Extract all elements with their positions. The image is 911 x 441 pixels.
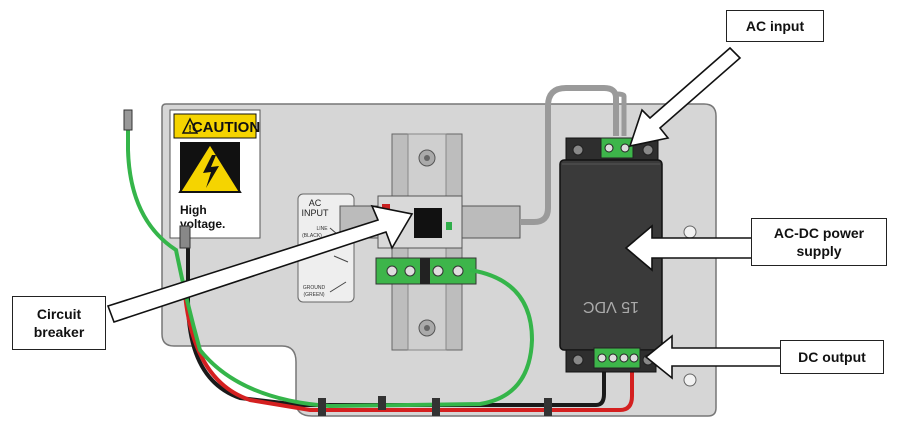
red-wire bbox=[182, 281, 634, 412]
mounting-hole bbox=[683, 373, 697, 387]
ac-input-callout: AC input bbox=[726, 10, 824, 42]
wiring-card-title: AC bbox=[309, 198, 322, 208]
cable-tie bbox=[378, 396, 386, 410]
breaker-switch bbox=[414, 208, 442, 238]
cable-tie bbox=[318, 398, 326, 416]
line-label: LINE bbox=[316, 226, 328, 232]
power-supply-callout: AC-DC power supply bbox=[751, 218, 887, 266]
ground-terminal-block bbox=[375, 257, 477, 285]
svg-text:!: ! bbox=[188, 124, 191, 135]
dc-output-arrow bbox=[644, 334, 783, 380]
ac-input-arrow bbox=[628, 46, 742, 148]
cable-tie bbox=[432, 398, 440, 416]
power-supply-arrow bbox=[624, 224, 753, 272]
caution-label: ! CAUTION High voltage. bbox=[169, 109, 261, 239]
ac-cable bbox=[520, 85, 619, 225]
caution-text-line1: High bbox=[180, 203, 207, 217]
line-color-label: (BLACK) bbox=[302, 233, 322, 239]
circuit-breaker-arrow bbox=[106, 204, 414, 324]
cable-tie bbox=[544, 398, 552, 416]
ground-color-label: (GREEN) bbox=[303, 292, 324, 298]
ground-label: GROUND bbox=[303, 285, 326, 291]
circuit-breaker-callout: Circuit breaker bbox=[12, 296, 106, 350]
dc-output-callout: DC output bbox=[780, 340, 884, 374]
power-supply-marking: 15 VDC bbox=[583, 298, 639, 315]
warning-triangle-icon bbox=[181, 117, 199, 134]
mounting-hole bbox=[683, 225, 697, 239]
wiring-card-title-2: INPUT bbox=[302, 208, 330, 218]
dc-output-terminal bbox=[593, 347, 641, 369]
ground-post bbox=[179, 225, 191, 249]
ground-wire bbox=[126, 124, 535, 409]
wire-lug bbox=[123, 109, 133, 131]
ac-input-terminal bbox=[600, 137, 634, 159]
caution-heading: CAUTION bbox=[192, 119, 260, 136]
caution-text-line2: voltage. bbox=[180, 217, 225, 231]
